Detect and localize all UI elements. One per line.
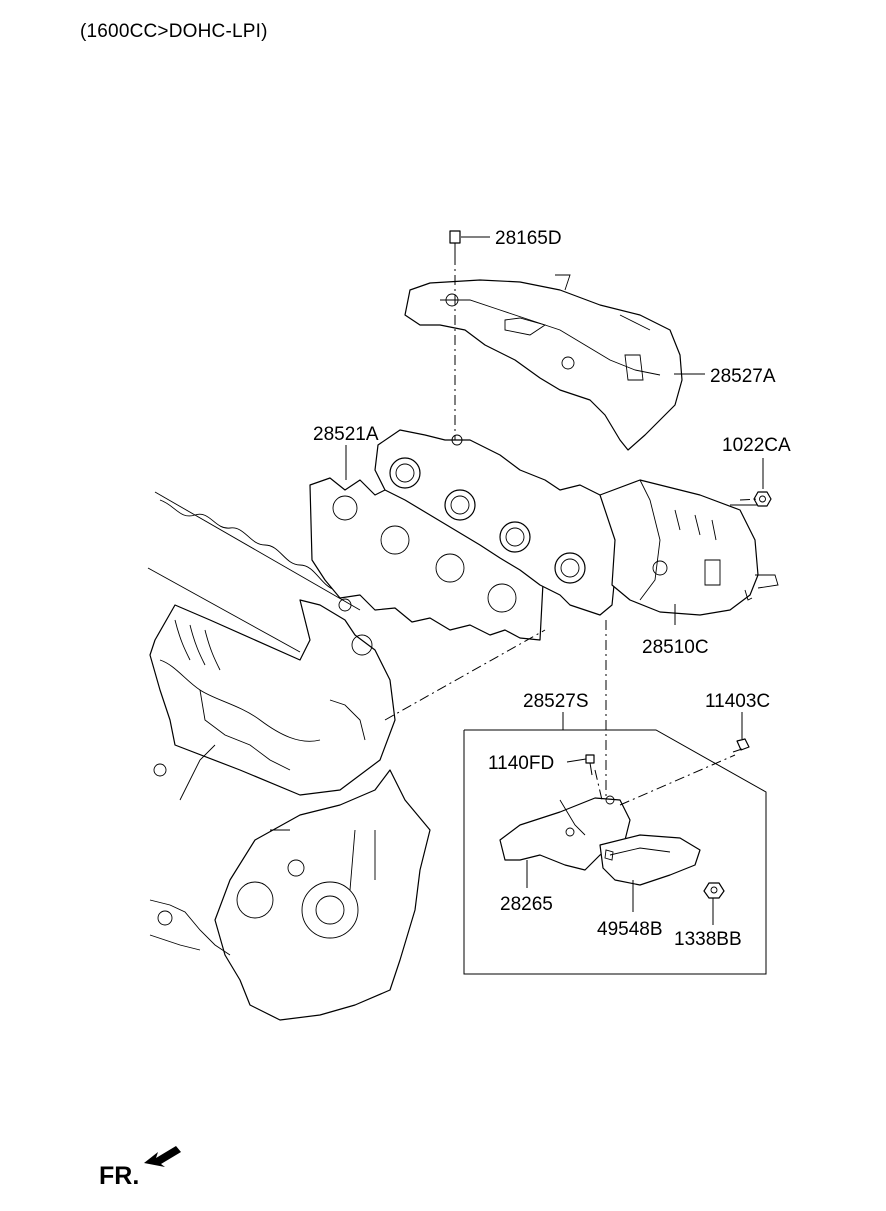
bolt-11403C-icon bbox=[732, 738, 750, 753]
label-28165D: 28165D bbox=[495, 228, 562, 249]
nut-1338BB-icon bbox=[703, 882, 725, 899]
label-28510C: 28510C bbox=[642, 637, 709, 658]
label-1338BB: 1338BB bbox=[674, 929, 742, 950]
front-direction-label: FR. bbox=[99, 1162, 139, 1190]
label-28527A: 28527A bbox=[710, 366, 776, 387]
group-box-28527S bbox=[463, 729, 767, 975]
label-1140FD: 1140FD bbox=[488, 753, 554, 774]
front-direction-arrow-icon bbox=[144, 1146, 181, 1167]
label-28527S: 28527S bbox=[523, 691, 589, 712]
label-11403C: 11403C bbox=[705, 691, 770, 712]
exhaust-manifold-catalyst bbox=[374, 429, 779, 616]
bolt-1140FD-icon bbox=[585, 754, 595, 776]
leader-lines bbox=[345, 236, 764, 925]
diagram-title: (1600CC>DOHC-LPI) bbox=[80, 21, 268, 42]
bracket-assembly bbox=[499, 795, 701, 886]
nut-1022CA-icon bbox=[753, 491, 772, 507]
label-28265: 28265 bbox=[500, 894, 553, 915]
label-49548B: 49548B bbox=[597, 919, 663, 940]
heat-shield-upper bbox=[404, 274, 683, 451]
label-28521A: 28521A bbox=[313, 424, 379, 445]
label-1022CA: 1022CA bbox=[722, 435, 791, 456]
bolt-28165D-icon bbox=[449, 230, 461, 255]
engine-block-outline bbox=[147, 491, 431, 1021]
